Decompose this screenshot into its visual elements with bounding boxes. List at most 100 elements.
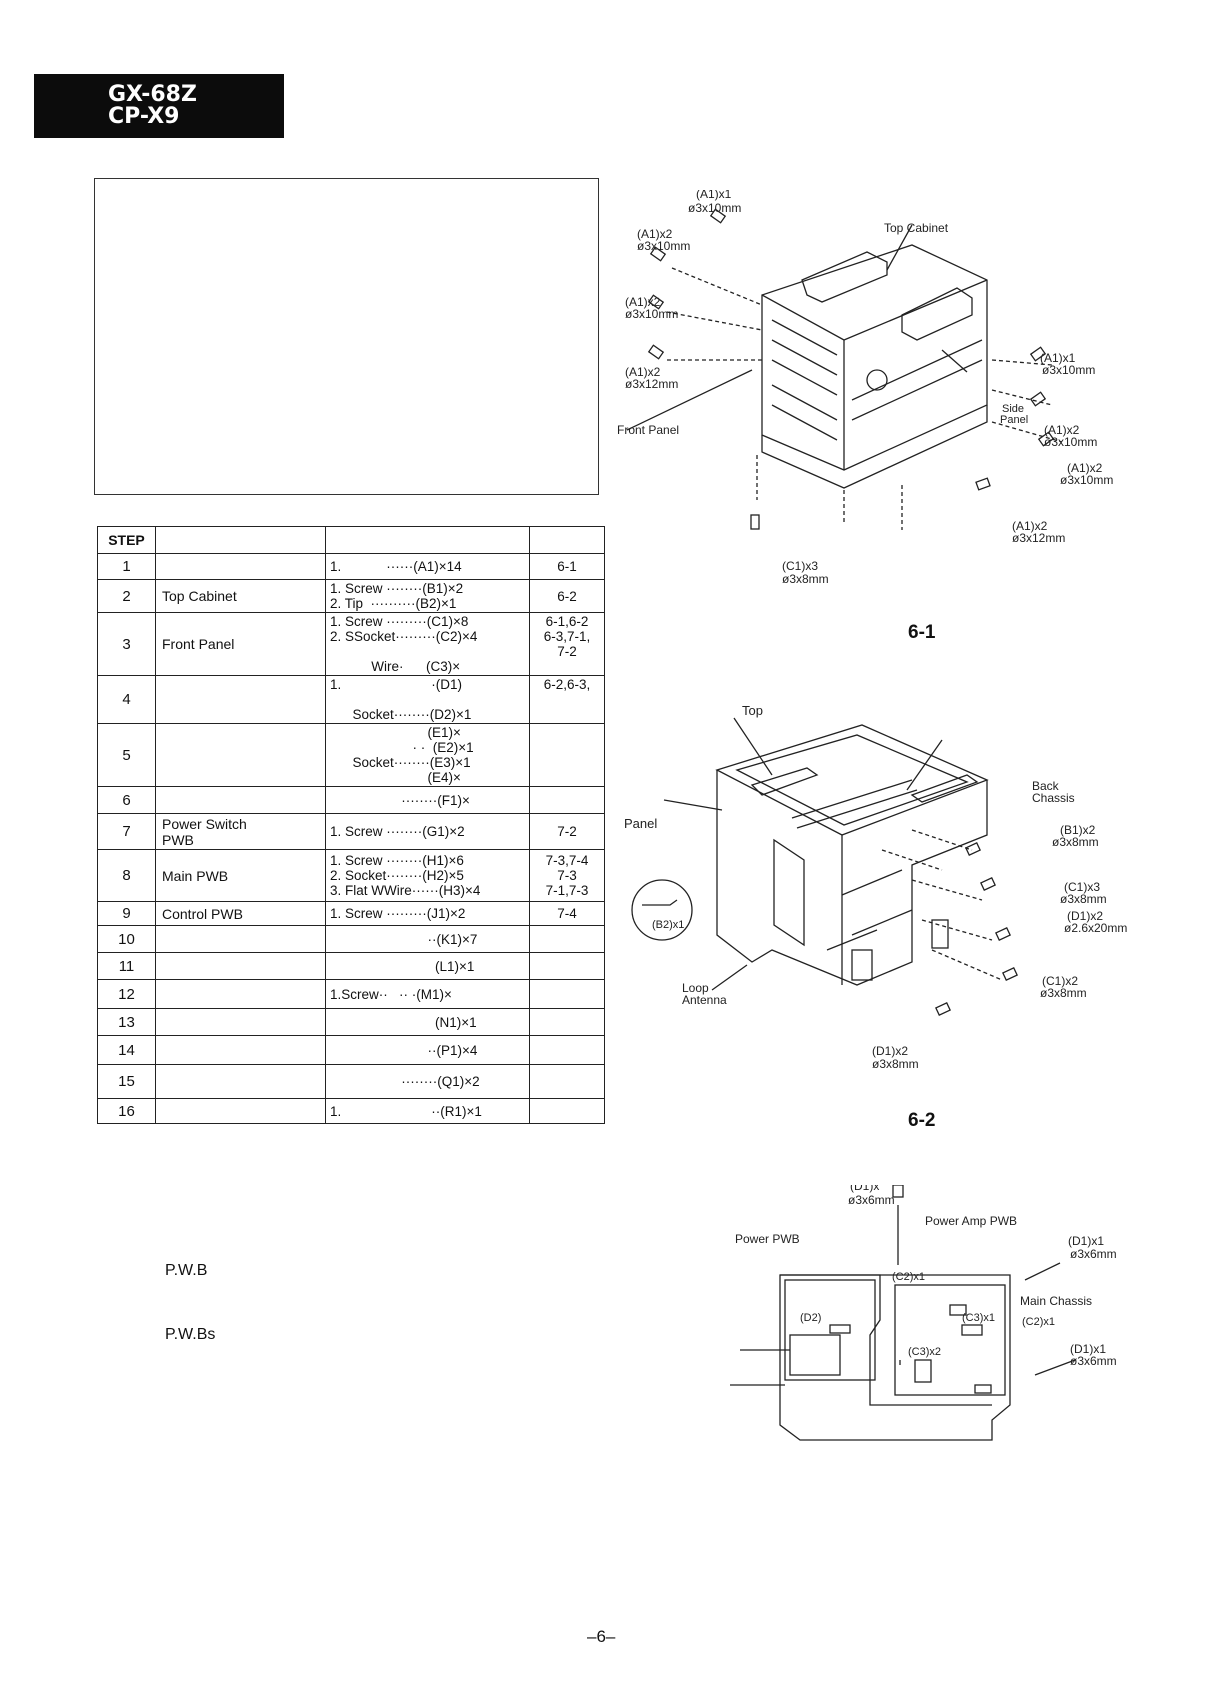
procedure-line [330, 644, 525, 659]
fig61-label-top-cabinet: Top Cabinet [884, 221, 949, 235]
procedure-line: · · (E2)×1 [330, 740, 474, 755]
table-row: 5 (E1)× · · (E2)×1 Socket········(E3)×1 … [97, 723, 605, 787]
fig62-label-b1x2: (B1)x2 [1060, 823, 1096, 837]
procedure-line: Wire· (C3)× [330, 659, 461, 674]
figure-ref: 7-2 [557, 644, 577, 659]
procedure-cell: ··(P1)×4 [325, 1035, 530, 1065]
procedure-line: 2. Socket········(H2)×5 [330, 868, 464, 883]
figure-ref [532, 707, 602, 722]
step-number: 1 [97, 553, 156, 580]
procedure-line: (E4)× [330, 770, 461, 785]
procedure-line: (N1)×1 [330, 1014, 477, 1030]
fig61-label-a1x2-b-size: ø3x10mm [625, 307, 678, 321]
fig61-label-a1x2-d: (A1)x2 [1044, 423, 1080, 437]
figure-ref-cell [529, 952, 605, 980]
fig62-label-b2x1: (B2)x1 [652, 919, 684, 931]
procedure-line: 1. Screw ········(G1)×2 [330, 824, 465, 839]
part-name [155, 1098, 326, 1124]
fig61-label-a1x1-right-size: ø3x10mm [1042, 363, 1095, 377]
procedure-cell: 1. ··(R1)×1 [325, 1098, 530, 1124]
procedure-header [325, 526, 530, 554]
fig63-label-d2: (D2) [800, 1312, 821, 1324]
figure-ref: 7-3 [557, 868, 577, 883]
fig61-label-panel: Panel [1000, 414, 1028, 426]
step-number: 14 [97, 1035, 156, 1065]
part-name [155, 675, 326, 724]
fig61-label-a1x1-top-size: ø3x10mm [688, 201, 741, 215]
step-number: 10 [97, 925, 156, 953]
procedure-line: 1. Screw ········(H1)×6 [330, 853, 464, 868]
step-number: 7 [97, 813, 156, 850]
step-number: 4 [97, 675, 156, 724]
page-number: –6– [587, 1627, 616, 1646]
table-row: 14 ··(P1)×4 [97, 1035, 605, 1065]
procedure-line [330, 692, 525, 707]
procedure-line: 2. Tip ··········(B2)×1 [330, 596, 457, 611]
part-name [155, 925, 326, 953]
procedure-cell: 1. ······(A1)×14 [325, 553, 530, 580]
procedure-line: 1. ·(D1) [330, 677, 463, 692]
fig62-label-c1x2-size: ø3x8mm [1040, 986, 1087, 1000]
procedure-line: ··(K1)×7 [330, 931, 478, 947]
table-row: 10 ··(K1)×7 [97, 925, 605, 953]
figure-ref: 7-1,7-3 [545, 883, 589, 898]
fig62-label-d1x2-a-size: ø2.6x20mm [1064, 921, 1127, 935]
fig61-label-a1x2-c: (A1)x2 [625, 365, 661, 379]
step-number: 12 [97, 979, 156, 1009]
fig63-label-main-chassis: Main Chassis [1020, 1294, 1092, 1308]
fig61-label-front-panel: Front Panel [617, 423, 679, 437]
figure-ref: 6-1 [557, 559, 577, 574]
fig63-label-d1x-size: ø3x6mm [848, 1193, 895, 1207]
model-line-2: CP-X9 [108, 104, 180, 129]
fig61-label-a1x2-e: (A1)x2 [1067, 461, 1103, 475]
step-number: 2 [97, 579, 156, 613]
fig63-label-power-pwb: Power PWB [735, 1232, 800, 1246]
figure-6-2-caption: 6-2 [908, 1110, 936, 1131]
procedure-line: ········(Q1)×2 [330, 1074, 480, 1089]
figure-ref: 6-3,7-1, [543, 629, 591, 644]
part-name [155, 1008, 326, 1036]
figure-ref-cell: 6-2 [529, 579, 605, 613]
part-header [155, 526, 326, 554]
fig62-label-b1x2-size: ø3x8mm [1052, 835, 1099, 849]
procedure-line: 1. Screw ·········(J1)×2 [330, 906, 466, 921]
fig61-label-a1x1-top: (A1)x1 [696, 190, 732, 201]
procedure-cell: (E1)× · · (E2)×1 Socket········(E3)×1 (E… [325, 723, 530, 787]
step-header: STEP [97, 526, 156, 554]
figure-ref [532, 659, 602, 674]
figure-ref [532, 692, 602, 707]
step-number: 5 [97, 723, 156, 787]
fig62-label-d1x2-b: (D1)x2 [872, 1044, 908, 1058]
step-number: 8 [97, 849, 156, 902]
fig62-label-c1x3-size: ø3x8mm [1060, 892, 1107, 906]
figure-ref-cell [529, 723, 605, 787]
fig63-label-c2x1-b: (C2)x1 [1022, 1316, 1055, 1328]
part-name [155, 786, 326, 814]
part-name: Top Cabinet [155, 579, 326, 613]
part-name: Main PWB [155, 849, 326, 902]
step-number: 3 [97, 612, 156, 676]
procedure-cell: 1. ·(D1) Socket········(D2)×1 [325, 675, 530, 724]
figure-ref: 7-2 [557, 824, 577, 839]
fig61-label-a1x2-d-size: ø3x10mm [1044, 435, 1097, 449]
part-name [155, 553, 326, 580]
fig63-label-c3x2: (C3)x2 [908, 1346, 941, 1358]
procedure-line: 3. Flat WWire······(H3)×4 [330, 883, 481, 898]
table-row: 11 (L1)×1 [97, 952, 605, 980]
procedure-line: (L1)×1 [330, 958, 475, 974]
fig63-label-d1x1-b: (D1)x1 [1070, 1342, 1106, 1356]
figure-header [529, 526, 605, 554]
figure-ref-cell: 6-2,6-3, [529, 675, 605, 724]
table-row: 13 (N1)×1 [97, 1008, 605, 1036]
procedure-cell: (N1)×1 [325, 1008, 530, 1036]
pwb-note-1: P.W.B [165, 1262, 208, 1279]
figure-ref-cell: 7-2 [529, 813, 605, 850]
procedure-line: 1. ··(R1)×1 [330, 1103, 482, 1119]
fig63-label-power-amp-pwb: Power Amp PWB [925, 1214, 1017, 1228]
fig62-label-d1x2-a: (D1)x2 [1067, 909, 1103, 923]
